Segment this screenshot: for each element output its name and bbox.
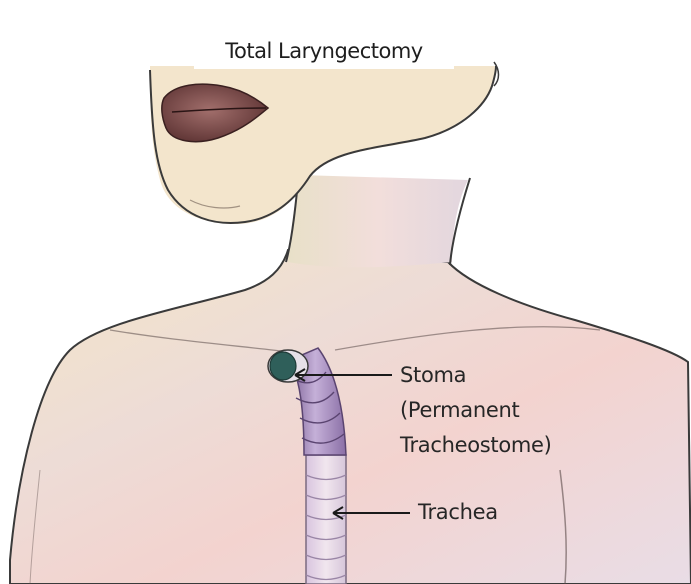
- figure-title: Total Laryngectomy: [225, 39, 422, 63]
- title-box: Total Laryngectomy: [194, 33, 454, 69]
- stoma-label: Stoma: [400, 363, 466, 387]
- stoma-opening: [270, 352, 296, 380]
- stoma-label-permanent: (Permanent: [400, 398, 519, 422]
- trachea-label: Trachea: [418, 500, 498, 524]
- stoma-label-tracheostome: Tracheostome): [400, 433, 552, 457]
- neck-shape: [288, 175, 468, 267]
- torso-shape: [10, 250, 691, 584]
